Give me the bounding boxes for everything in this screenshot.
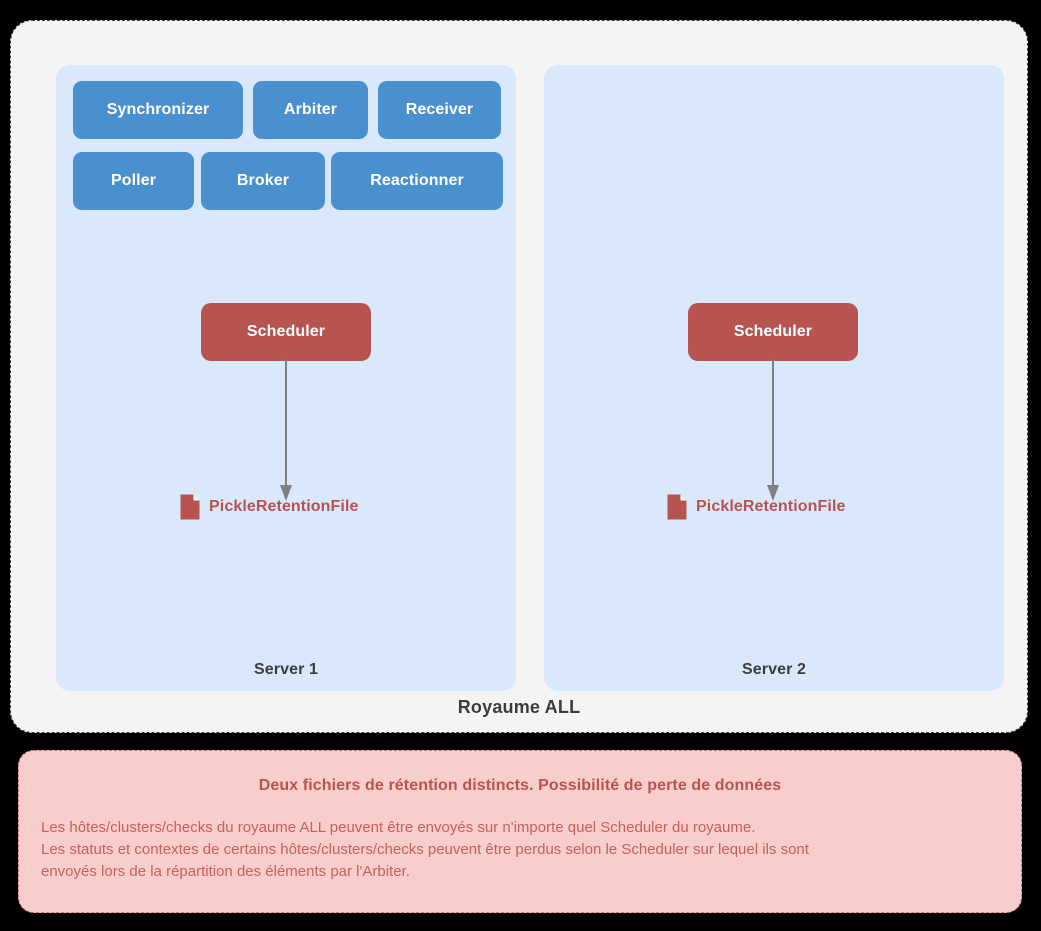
daemon-label: Broker [236,172,290,189]
daemon-label: Reactionner [370,172,464,189]
server-panel-2: Scheduler PickleRetentionFile Server 2 [544,65,1004,691]
realm-panel: Synchronizer Arbiter Receiver Poller Bro… [10,20,1028,733]
warning-body-line-1: Les hôtes/clusters/checks du royaume ALL… [41,819,756,836]
warning-box: Deux fichiers de rétention distincts. Po… [18,750,1022,913]
daemon-label: Arbiter [283,101,338,118]
daemon-box-synchronizer[interactable]: Synchronizer [73,81,243,139]
daemon-box-reactionner[interactable]: Reactionner [331,152,503,210]
retention-file-node-server-1: PickleRetentionFile [180,494,359,520]
arrow-scheduler-to-retention-file-1 [280,359,292,501]
retention-file-label: PickleRetentionFile [209,498,359,515]
warning-title: Deux fichiers de rétention distincts. Po… [258,777,782,794]
warning-body-line-2: Les statuts et contextes de certains hôt… [41,841,809,858]
server-label-2: Server 2 [742,661,806,678]
scheduler-box-server-1[interactable]: Scheduler [201,303,371,361]
retention-file-node-server-2: PickleRetentionFile [667,494,846,520]
daemon-label: Poller [110,172,157,189]
daemon-box-broker[interactable]: Broker [201,152,325,210]
warning-body-line-3: envoyés lors de la répartition des éléme… [41,863,410,880]
file-icon [667,494,687,520]
realm-caption: Royaume ALL [457,697,581,717]
daemon-box-arbiter[interactable]: Arbiter [253,81,368,139]
server-panel-1: Synchronizer Arbiter Receiver Poller Bro… [56,65,516,691]
daemon-box-receiver[interactable]: Receiver [378,81,501,139]
server-label-1: Server 1 [254,661,318,678]
daemon-box-poller[interactable]: Poller [73,152,194,210]
arrow-scheduler-to-retention-file-2 [767,359,779,501]
warning-body: Les hôtes/clusters/checks du royaume ALL… [41,817,999,883]
scheduler-label: Scheduler [733,323,813,340]
file-icon [180,494,200,520]
retention-file-label: PickleRetentionFile [696,498,846,515]
daemon-label: Receiver [405,101,474,118]
scheduler-label: Scheduler [246,323,326,340]
daemon-label: Synchronizer [106,101,210,118]
scheduler-box-server-2[interactable]: Scheduler [688,303,858,361]
